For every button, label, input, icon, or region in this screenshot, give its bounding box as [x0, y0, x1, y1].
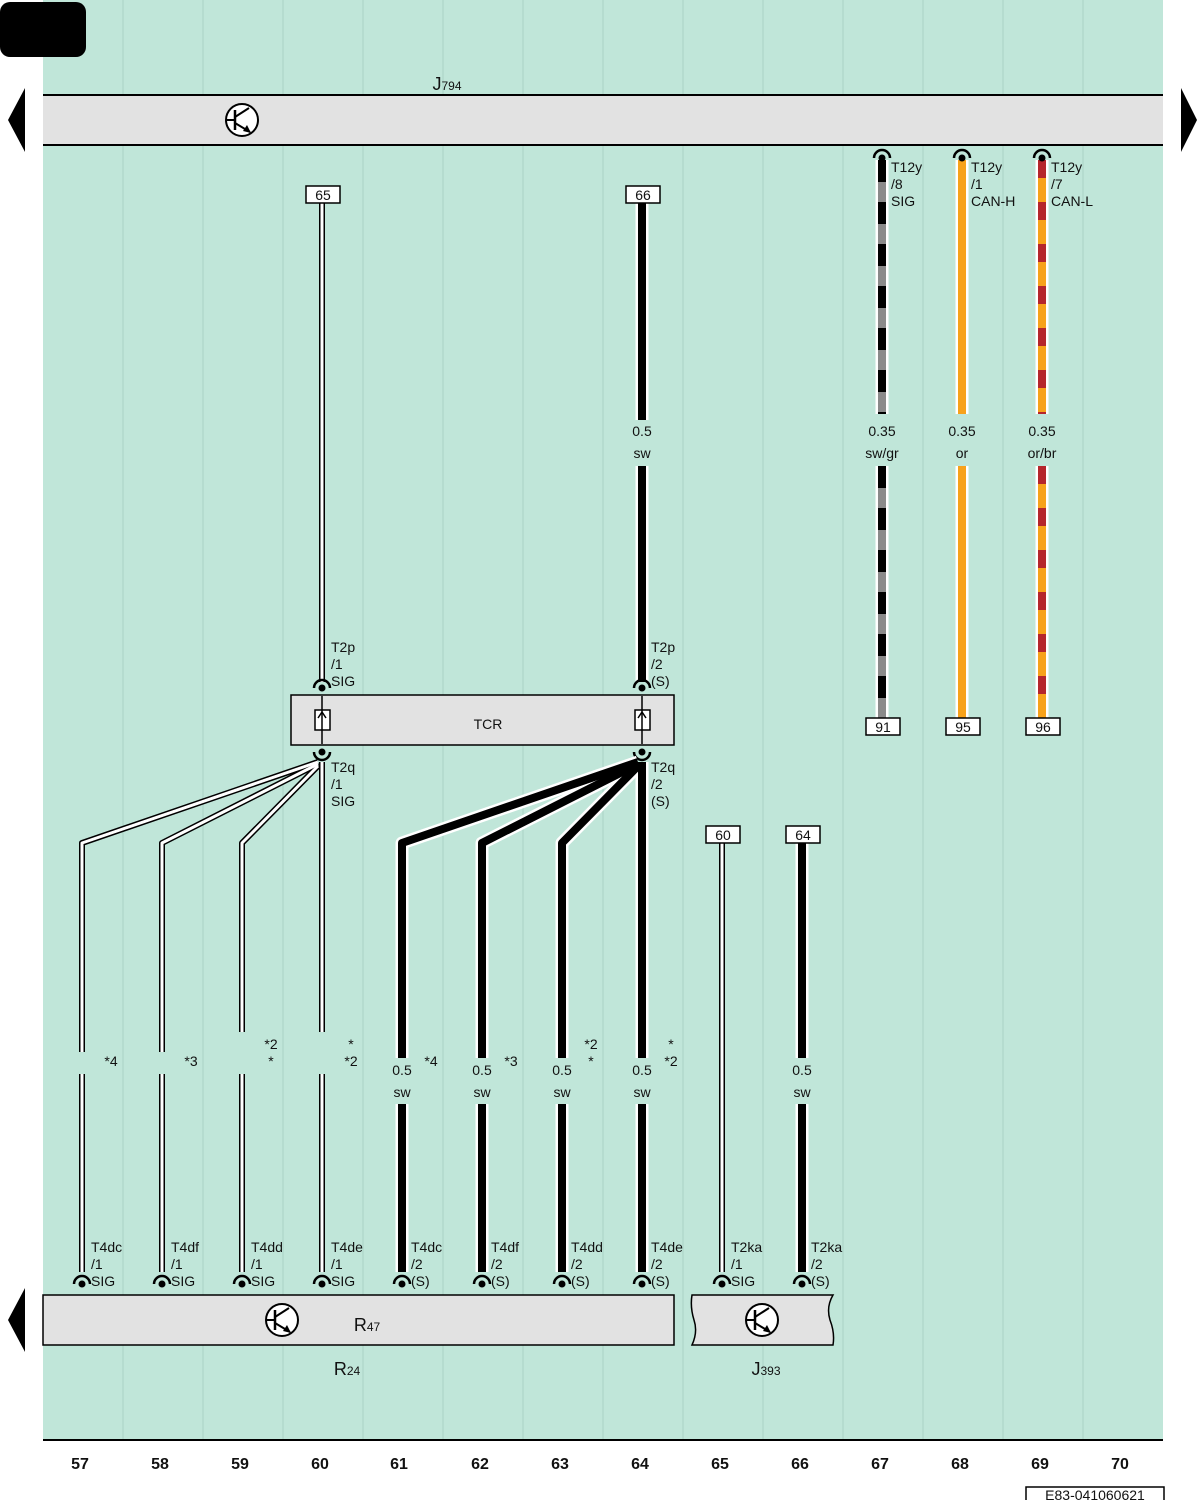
next-page-arrow-icon[interactable] — [1181, 88, 1197, 152]
transistor-symbol-r47-icon — [265, 1303, 299, 1337]
continue-left-arrow-icon[interactable] — [8, 1288, 25, 1352]
note-58: *3 — [184, 1053, 197, 1069]
connector-t2p2-icon — [632, 678, 652, 692]
transistor-symbol-icon — [225, 103, 259, 137]
pin-label-t4df2: T4df/2(S) — [491, 1239, 519, 1289]
note-60b: *2 — [344, 1053, 357, 1069]
svg-text:63: 63 — [551, 1456, 569, 1473]
svg-text:91: 91 — [875, 719, 891, 735]
column-numbers: 57 58 59 60 61 62 63 64 65 66 67 68 69 7… — [71, 1456, 1129, 1473]
ref-box-64[interactable]: 64 — [785, 825, 821, 844]
pin-label-t4dc2: T4dc/2(S) — [411, 1239, 442, 1289]
ref-box-91[interactable]: 91 — [865, 717, 901, 736]
note-59b: * — [268, 1053, 274, 1069]
connector-t2q1-icon — [312, 748, 332, 762]
pin-label-t2ka2: T2ka/2(S) — [811, 1239, 842, 1289]
svg-text:59: 59 — [231, 1456, 249, 1473]
pin-label-t2q2: T2q/2(S) — [651, 759, 675, 809]
note-63b: * — [588, 1053, 594, 1069]
ref-box-65[interactable]: 65 — [305, 185, 341, 204]
svg-text:62: 62 — [471, 1456, 489, 1473]
connector-t12y8-icon — [872, 148, 892, 162]
bottom-connectors — [72, 1274, 812, 1288]
note-57: *4 — [104, 1053, 117, 1069]
svg-text:E83-041060621: E83-041060621 — [1045, 1487, 1145, 1500]
footer-code-box: E83-041060621 — [1025, 1486, 1165, 1500]
note-60a: * — [348, 1036, 354, 1052]
svg-text:95: 95 — [955, 719, 971, 735]
module-r24-label: R24 — [334, 1359, 361, 1379]
pin-label-t2p2: T2p/2(S) — [651, 639, 675, 689]
note-61: *4 — [424, 1053, 437, 1069]
tcr-switch-icon-2 — [634, 696, 651, 744]
tcr-switch-icon-1 — [314, 696, 331, 744]
pin-label-t4dd2: T4dd/2(S) — [571, 1239, 603, 1289]
module-r47[interactable] — [42, 1294, 675, 1346]
module-r47-label: R47 — [354, 1315, 381, 1335]
svg-text:66: 66 — [635, 187, 651, 203]
ref-box-60[interactable]: 60 — [705, 825, 741, 844]
svg-text:64: 64 — [795, 827, 811, 843]
note-62: *3 — [504, 1053, 517, 1069]
note-59a: *2 — [264, 1036, 277, 1052]
svg-text:96: 96 — [1035, 719, 1051, 735]
svg-text:60: 60 — [311, 1456, 329, 1473]
svg-text:64: 64 — [631, 1456, 649, 1473]
svg-text:67: 67 — [871, 1456, 889, 1473]
svg-text:66: 66 — [791, 1456, 809, 1473]
ref-box-66[interactable]: 66 — [625, 185, 661, 204]
svg-text:61: 61 — [390, 1456, 408, 1473]
pin-label-t4de2: T4de/2(S) — [651, 1239, 683, 1289]
prev-page-arrow-icon[interactable] — [8, 88, 25, 152]
svg-text:70: 70 — [1111, 1456, 1129, 1473]
svg-text:60: 60 — [715, 827, 731, 843]
connector-t12y7-icon — [1032, 148, 1052, 162]
svg-text:65: 65 — [711, 1456, 729, 1473]
svg-text:58: 58 — [151, 1456, 169, 1473]
module-tcr[interactable] — [290, 694, 675, 746]
wires-shield-lower — [395, 755, 649, 1272]
svg-text:65: 65 — [315, 187, 331, 203]
module-j393-label: J393 — [751, 1359, 780, 1379]
note-63a: *2 — [584, 1036, 597, 1052]
wires-sig-lower — [79, 759, 325, 1272]
transistor-symbol-j393-icon — [745, 1303, 779, 1337]
ref-box-96[interactable]: 96 — [1025, 717, 1061, 736]
page-corner-tab — [0, 2, 86, 57]
note-64b: *2 — [664, 1053, 677, 1069]
connector-t12y1-icon — [952, 148, 972, 162]
module-tcr-label: TCR — [474, 716, 503, 732]
connector-t2p1-icon — [312, 678, 332, 692]
svg-text:57: 57 — [71, 1456, 89, 1473]
ref-box-95[interactable]: 95 — [945, 717, 981, 736]
module-top-label: J794 — [432, 74, 461, 94]
connector-t2q2-icon — [632, 748, 652, 762]
module-top-bar[interactable] — [43, 95, 1163, 145]
svg-text:68: 68 — [951, 1456, 969, 1473]
note-64a: * — [668, 1036, 674, 1052]
svg-text:69: 69 — [1031, 1456, 1049, 1473]
